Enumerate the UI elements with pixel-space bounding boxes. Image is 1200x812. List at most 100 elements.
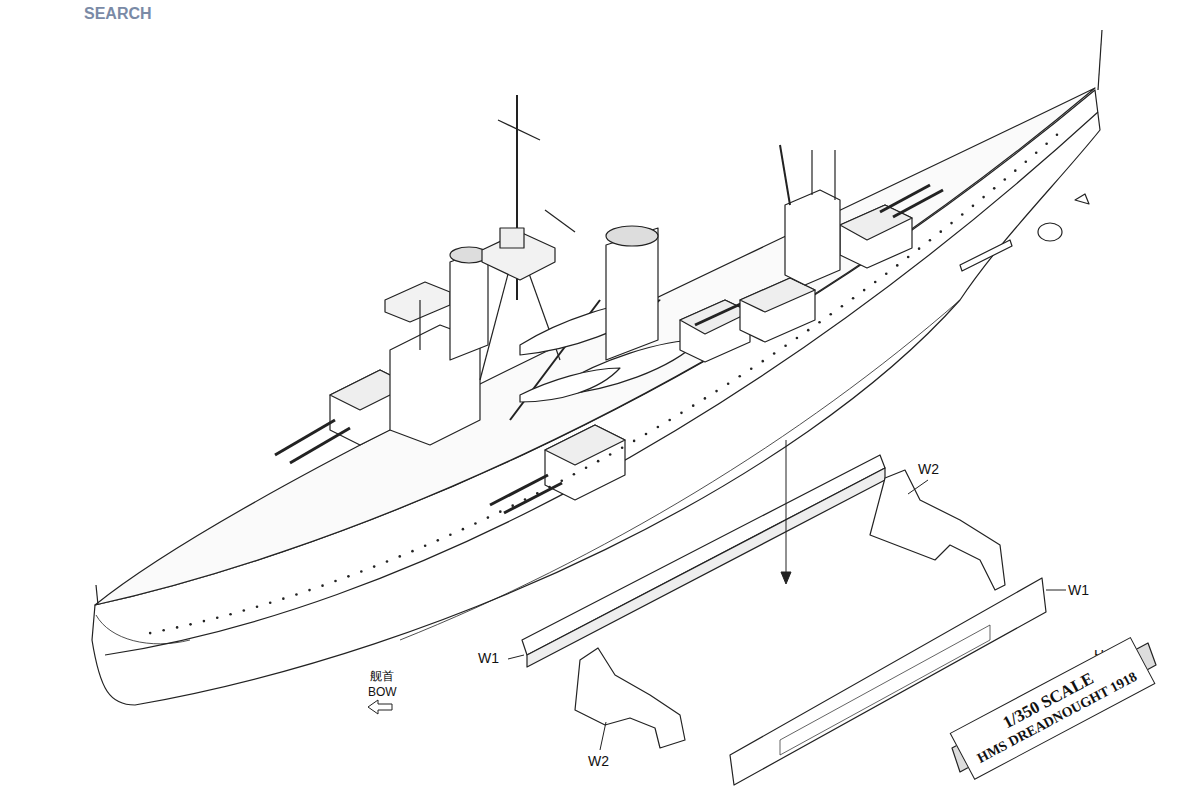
gun	[275, 420, 335, 455]
porthole	[852, 297, 855, 300]
porthole	[1045, 142, 1048, 145]
gun	[504, 483, 562, 513]
turret	[740, 278, 815, 342]
porthole	[189, 623, 192, 626]
porthole	[727, 382, 730, 385]
porthole	[773, 352, 776, 355]
gun	[893, 190, 943, 217]
porthole	[449, 534, 452, 537]
callout-label: W2	[918, 462, 939, 476]
porthole	[1056, 133, 1059, 136]
turret-roof	[545, 425, 625, 465]
porthole	[829, 313, 832, 316]
callout-label: 舰首	[370, 670, 394, 682]
porthole	[939, 230, 942, 233]
porthole	[585, 466, 588, 469]
porthole	[784, 344, 787, 347]
watermark: SEARCH	[84, 6, 152, 22]
porthole	[243, 609, 246, 612]
leader-line	[600, 722, 606, 750]
gun	[290, 428, 350, 463]
propeller	[1075, 194, 1089, 204]
turret-roof	[840, 205, 912, 240]
porthole	[896, 264, 899, 267]
porthole	[487, 516, 490, 519]
porthole	[633, 440, 636, 443]
porthole	[750, 367, 753, 370]
leader-line	[508, 655, 524, 659]
porthole	[597, 460, 600, 463]
callout-label: BOW	[368, 686, 397, 698]
porthole	[950, 222, 953, 225]
stand-cradle	[575, 648, 685, 748]
leader-line	[908, 480, 928, 494]
porthole	[929, 239, 932, 242]
porthole	[386, 560, 389, 563]
leader-line	[786, 440, 787, 580]
gun	[880, 185, 930, 212]
porthole	[474, 522, 477, 525]
funnel-cap	[606, 226, 658, 246]
porthole	[1035, 151, 1038, 154]
porthole	[907, 256, 910, 259]
stand-bar	[527, 468, 885, 667]
callout-label: W1	[1068, 583, 1089, 597]
mast	[834, 150, 835, 200]
porthole	[511, 504, 514, 507]
porthole	[680, 412, 683, 415]
bridge-top	[385, 282, 450, 322]
porthole	[885, 272, 888, 275]
porthole	[462, 528, 465, 531]
porthole	[229, 613, 232, 616]
porthole	[918, 247, 921, 250]
porthole	[548, 486, 551, 489]
mast	[419, 300, 420, 350]
porthole	[657, 426, 660, 429]
porthole	[536, 492, 539, 495]
porthole	[715, 390, 718, 393]
porthole	[411, 550, 414, 553]
aft-tower	[785, 190, 840, 285]
belt-line	[105, 112, 1098, 655]
callout-label: W2	[588, 754, 609, 768]
porthole	[162, 629, 165, 632]
porthole	[560, 479, 563, 482]
porthole	[982, 196, 985, 199]
porthole	[398, 555, 401, 558]
porthole	[692, 404, 695, 407]
porthole	[499, 510, 502, 513]
stand-cradle	[870, 470, 1005, 590]
bow-staff	[96, 585, 98, 605]
porthole	[176, 626, 179, 629]
callout-label: W1	[478, 651, 499, 665]
porthole	[874, 281, 877, 284]
porthole	[203, 620, 206, 623]
porthole	[993, 187, 996, 190]
spotting-top	[500, 228, 524, 248]
porthole	[972, 205, 975, 208]
porthole	[796, 337, 799, 340]
porthole	[321, 584, 324, 587]
porthole	[149, 632, 152, 635]
arrow-head	[781, 572, 791, 584]
mast	[811, 150, 812, 195]
porthole	[738, 375, 741, 378]
bow-arrow	[368, 700, 392, 714]
porthole	[1014, 169, 1017, 172]
porthole	[704, 397, 707, 400]
rudder	[1038, 223, 1062, 241]
turret	[545, 425, 625, 500]
porthole	[436, 539, 439, 542]
porthole	[818, 321, 821, 324]
jackstaff	[1098, 30, 1102, 90]
porthole	[308, 589, 311, 592]
porthole	[334, 580, 337, 583]
stem-line	[96, 615, 190, 644]
porthole	[863, 289, 866, 292]
porthole	[841, 305, 844, 308]
funnel	[606, 228, 658, 360]
porthole	[807, 329, 810, 332]
funnel	[450, 248, 488, 360]
mast	[780, 145, 790, 205]
